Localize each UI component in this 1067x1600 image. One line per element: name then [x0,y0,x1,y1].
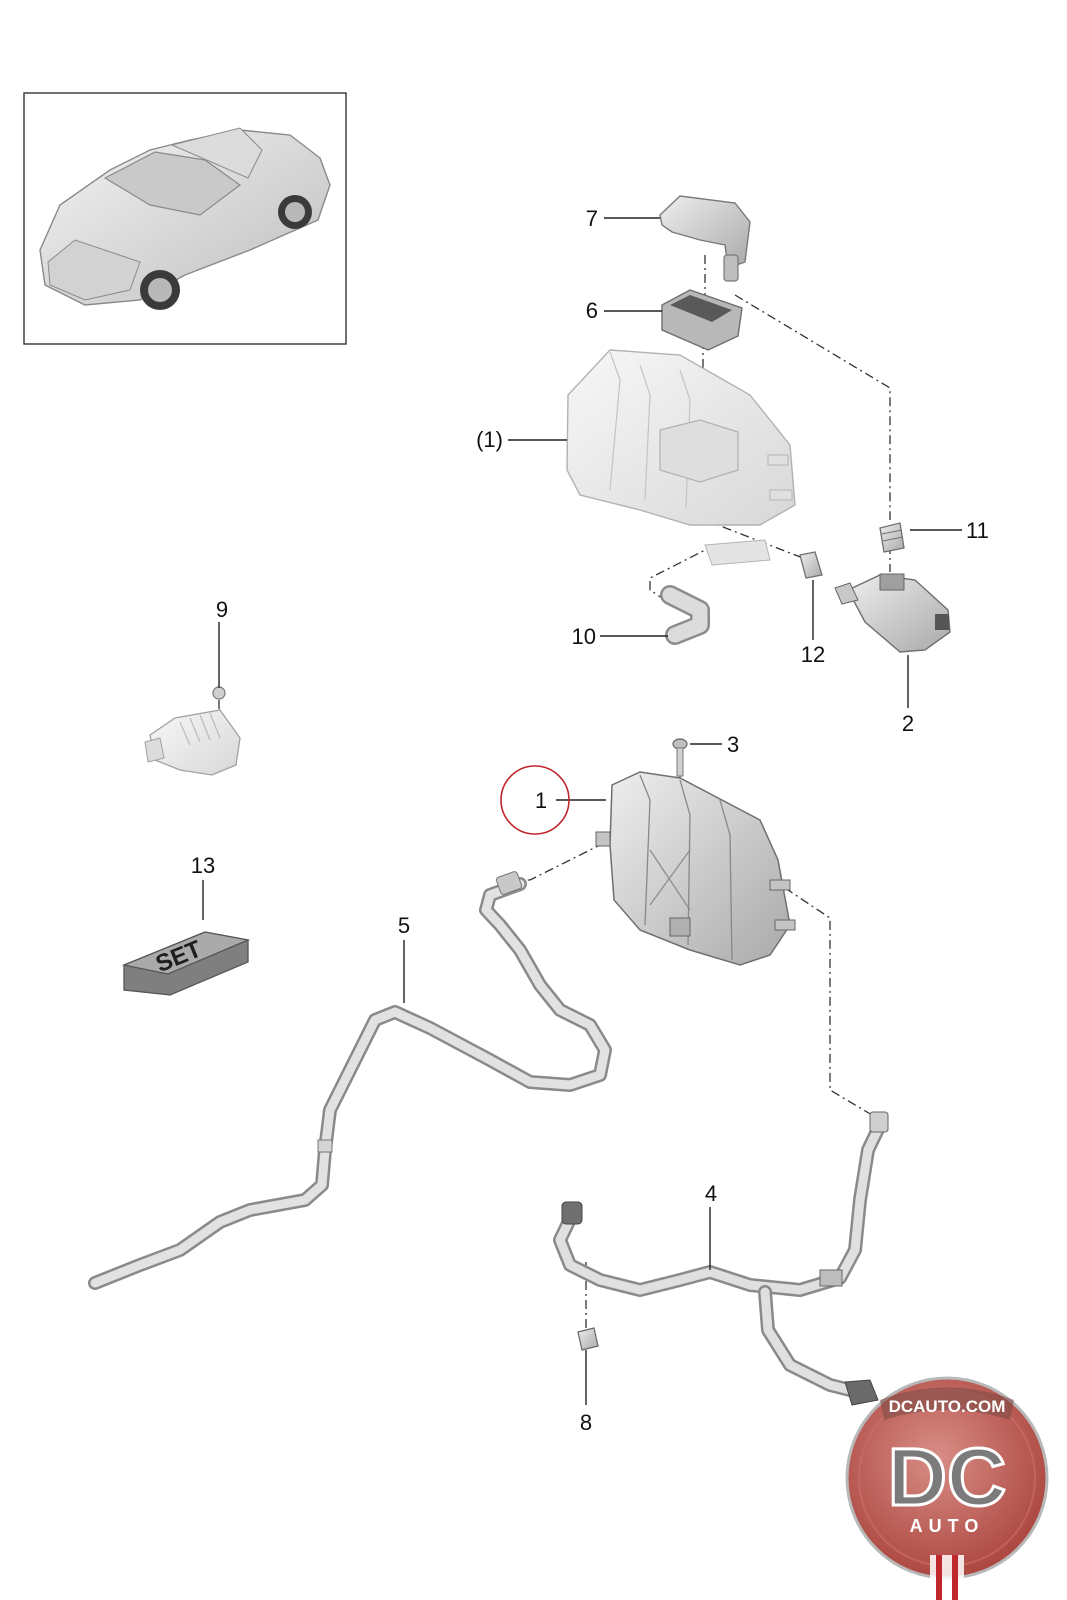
part-7-bracket [659,195,751,282]
callout-1: 1 [535,788,547,813]
watermark-word: AUTO [910,1516,985,1536]
watermark-initials: DC [888,1432,1006,1523]
callout-10: 10 [572,624,596,649]
part-1-charcoal-canister [595,771,796,966]
leader-lines [202,217,962,1405]
highlight-ring [500,765,570,835]
callout-9: 9 [216,597,228,622]
part-8-clip [577,1327,599,1351]
watermark-site: DCAUTO.COM [889,1397,1006,1416]
vehicle-inset [23,92,347,345]
callout-2: 2 [902,711,914,736]
part-6-filter [661,289,743,351]
part-12-seal [799,551,823,579]
callout-13: 13 [191,853,215,878]
part-4-purge-hose [553,1111,889,1406]
part-3-bolt [672,738,688,777]
callout-1-reference: (1) [476,427,503,452]
part-2-purge-valve [834,573,951,653]
callout-6: 6 [586,298,598,323]
part-1-canister-reference [566,349,796,566]
callout-11: 11 [966,518,989,543]
part-5-vent-hose [88,871,612,1290]
callout-12: 12 [801,642,825,667]
dcauto-watermark-logo: DCAUTO.COM DC AUTO [845,1376,1049,1600]
callout-labels: 7 6 (1) 11 10 12 2 9 3 1 13 5 4 8 [191,206,989,1435]
part-9-module [144,686,241,776]
car-illustration [39,127,331,310]
callout-3: 3 [727,732,739,757]
callout-8: 8 [580,1410,592,1435]
callout-5: 5 [398,913,410,938]
part-10-elbow-hose [660,585,710,645]
callout-4: 4 [705,1181,717,1206]
part-11-grommet [879,522,905,553]
part-13-set-box: SET [121,931,251,996]
callout-7: 7 [586,206,598,231]
